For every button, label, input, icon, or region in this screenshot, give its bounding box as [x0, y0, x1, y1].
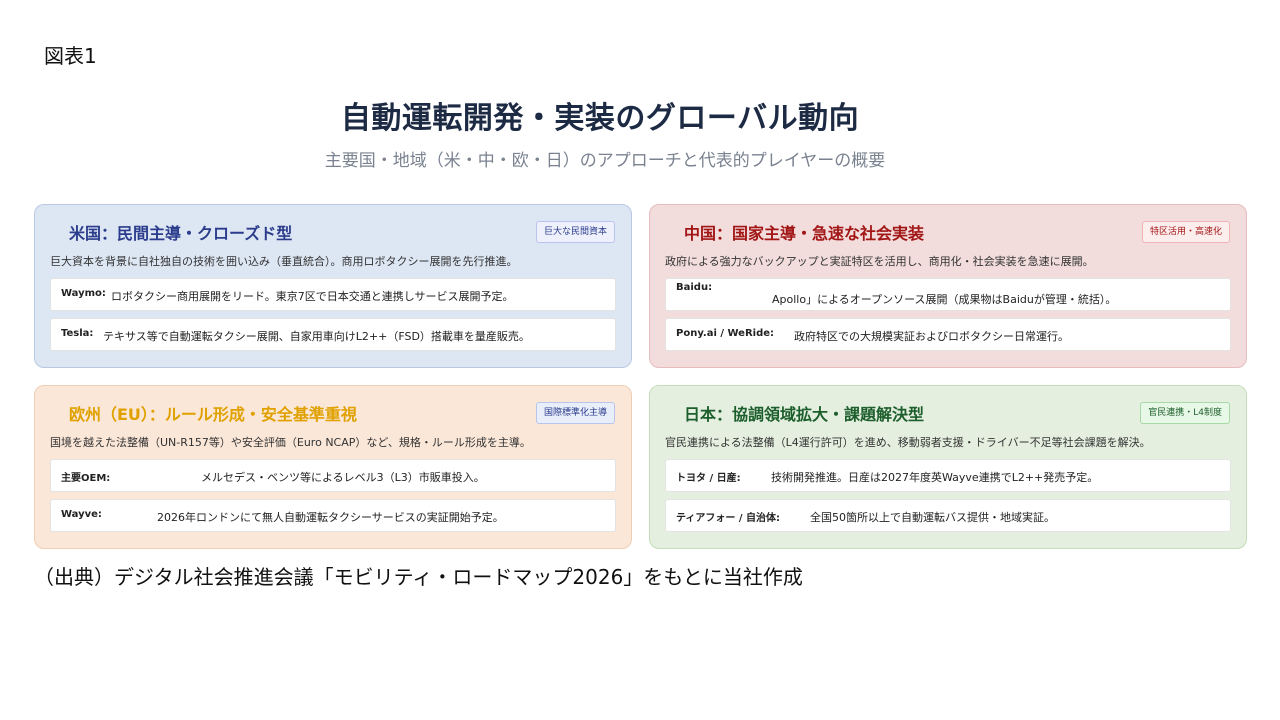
row-key: Pony.ai / WeRide:	[676, 328, 775, 339]
card-eu: 欧州（EU）：ルール形成・安全基準重視 国際標準化主導 国境を越えた法整備（UN…	[34, 385, 632, 549]
card-jp-row-tier4: ティアフォー / 自治体: 全国50箇所以上で自動運転バス提供・地域実証。	[665, 499, 1231, 532]
card-jp-badge: 官民連携・L4制度	[1140, 402, 1230, 424]
card-jp-row-toyota-nissan: トヨタ / 日産: 技術開発推進。日産は2027年度英Wayve連携でL2++発…	[665, 459, 1231, 492]
row-key: Tesla:	[61, 328, 94, 339]
row-key: 主要OEM:	[61, 473, 111, 484]
card-jp-description: 官民連携による法整備（L4運行許可）を進め、移動弱者支援・ドライバー不足等社会課…	[665, 436, 1151, 449]
card-eu-row-wayve: Wayve: 2026年ロンドンにて無人自動運転タクシーサービスの実証開始予定。	[50, 499, 616, 532]
row-key: ティアフォー / 自治体:	[676, 513, 781, 524]
card-us-badge: 巨大な民間資本	[535, 221, 615, 243]
row-value: 技術開発推進。日産は2027年度英Wayve連携でL2++発売予定。	[771, 471, 1099, 484]
row-key: Wayve:	[61, 509, 102, 520]
card-cn-badge: 特区活用・高速化	[1141, 221, 1230, 243]
source-note: （出典）デジタル社会推進会議「モビリティ・ロードマップ2026」をもとに当社作成	[34, 565, 803, 589]
card-us-heading: 米国：民間主導・クローズド型	[69, 224, 293, 243]
card-cn: 中国：国家主導・急速な社会実装 特区活用・高速化 政府による強力なバックアップと…	[649, 204, 1247, 368]
row-key: Baidu:	[676, 282, 713, 293]
card-cn-description: 政府による強力なバックアップと実証特区を活用し、商用化・社会実装を急速に展開。	[665, 255, 1094, 268]
figure-label: 図表1	[44, 44, 97, 68]
row-value: 政府特区での大規模実証およびロボタクシー日常運行。	[794, 330, 1069, 343]
card-eu-description: 国境を越えた法整備（UN-R157等）や安全評価（Euro NCAP）など、規格…	[50, 436, 531, 449]
card-cn-row-pony-weride: Pony.ai / WeRide: 政府特区での大規模実証およびロボタクシー日常…	[665, 318, 1231, 351]
card-cn-row-baidu: Baidu: Apollo」によるオープンソース展開（成果物はBaiduが管理・…	[665, 278, 1231, 311]
card-us: 米国：民間主導・クローズド型 巨大な民間資本 巨大資本を背景に自社独自の技術を囲…	[34, 204, 632, 368]
card-eu-badge: 国際標準化主導	[535, 402, 615, 424]
card-us-row-tesla: Tesla: テキサス等で自動運転タクシー展開、自家用車向けL2++（FSD）搭…	[50, 318, 616, 351]
row-value: メルセデス・ベンツ等によるレベル3（L3）市販車投入。	[201, 471, 485, 484]
card-eu-heading: 欧州（EU）：ルール形成・安全基準重視	[69, 405, 357, 424]
page-subtitle: 主要国・地域（米・中・欧・日）のアプローチと代表的プレイヤーの概要	[324, 151, 886, 171]
card-us-row-waymo: Waymo: ロボタクシー商用展開をリード。東京7区で日本交通と連携しサービス展…	[50, 278, 616, 311]
page-title: 自動運転開発・実装のグローバル動向	[340, 101, 860, 136]
card-jp: 日本：協調領域拡大・課題解決型 官民連携・L4制度 官民連携による法整備（L4運…	[649, 385, 1247, 549]
card-jp-heading: 日本：協調領域拡大・課題解決型	[684, 405, 925, 424]
row-value: 2026年ロンドンにて無人自動運転タクシーサービスの実証開始予定。	[157, 511, 504, 524]
row-value: 全国50箇所以上で自動運転バス提供・地域実証。	[810, 511, 1055, 524]
row-value: テキサス等で自動運転タクシー展開、自家用車向けL2++（FSD）搭載車を量産販売…	[103, 330, 530, 343]
card-us-description: 巨大資本を背景に自社独自の技術を囲い込み（垂直統合）。商用ロボタクシー展開を先行…	[50, 255, 518, 268]
row-value: Apollo」によるオープンソース展開（成果物はBaiduが管理・統括）。	[772, 293, 1117, 306]
card-eu-row-oem: 主要OEM: メルセデス・ベンツ等によるレベル3（L3）市販車投入。	[50, 459, 616, 492]
row-value: ロボタクシー商用展開をリード。東京7区で日本交通と連携しサービス展開予定。	[111, 290, 514, 303]
row-key: トヨタ / 日産:	[676, 473, 741, 484]
card-cn-heading: 中国：国家主導・急速な社会実装	[684, 224, 925, 243]
row-key: Waymo:	[61, 288, 106, 299]
